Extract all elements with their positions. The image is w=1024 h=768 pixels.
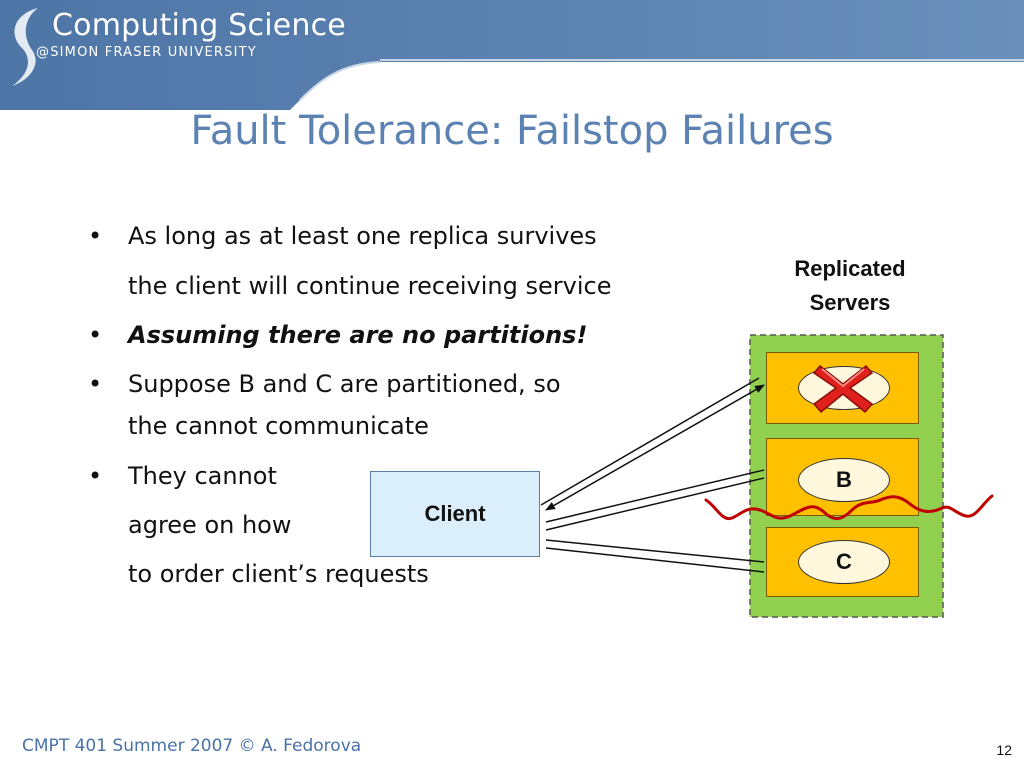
sfu-swoosh-icon	[12, 8, 38, 86]
bullet-text: They cannot	[128, 462, 277, 490]
server-b-oval: B	[798, 458, 890, 502]
page-number: 12	[996, 742, 1012, 758]
logo-subtitle: @SIMON FRASER UNIVERSITY	[36, 45, 257, 60]
group-label-line2: Servers	[809, 290, 891, 315]
red-x-icon	[812, 364, 874, 414]
bullet-item: • They cannot	[88, 462, 277, 490]
bullet-item: • As long as at least one replica survive…	[88, 222, 597, 250]
bullet-continuation: the client will continue receiving servi…	[128, 272, 612, 300]
bullet-dot: •	[88, 462, 103, 490]
bullet-text: Suppose B and C are partitioned, so	[128, 370, 561, 398]
slide-title: Fault Tolerance: Failstop Failures	[190, 108, 834, 154]
logo-title: Computing Science	[52, 8, 346, 43]
bullet-continuation: agree on how	[128, 511, 292, 539]
bullet-item: • Assuming there are no partitions!	[88, 321, 587, 349]
bullet-dot: •	[88, 222, 103, 250]
banner-graphic	[0, 0, 1024, 110]
bullet-continuation: the cannot communicate	[128, 412, 429, 440]
client-box: Client	[370, 471, 540, 557]
bullet-dot: •	[88, 370, 103, 398]
footer-course: CMPT 401 Summer 2007 © A. Fedorova	[22, 736, 362, 756]
server-c-oval: C	[798, 540, 890, 584]
group-label-line1: Replicated	[794, 256, 906, 281]
bullet-dot: •	[88, 321, 103, 349]
bullet-continuation: to order client’s requests	[128, 560, 429, 588]
bullet-text-emphasis: Assuming there are no partitions!	[128, 321, 588, 349]
bullet-text: As long as at least one replica survives	[128, 222, 597, 250]
bullet-item: • Suppose B and C are partitioned, so	[88, 370, 561, 398]
